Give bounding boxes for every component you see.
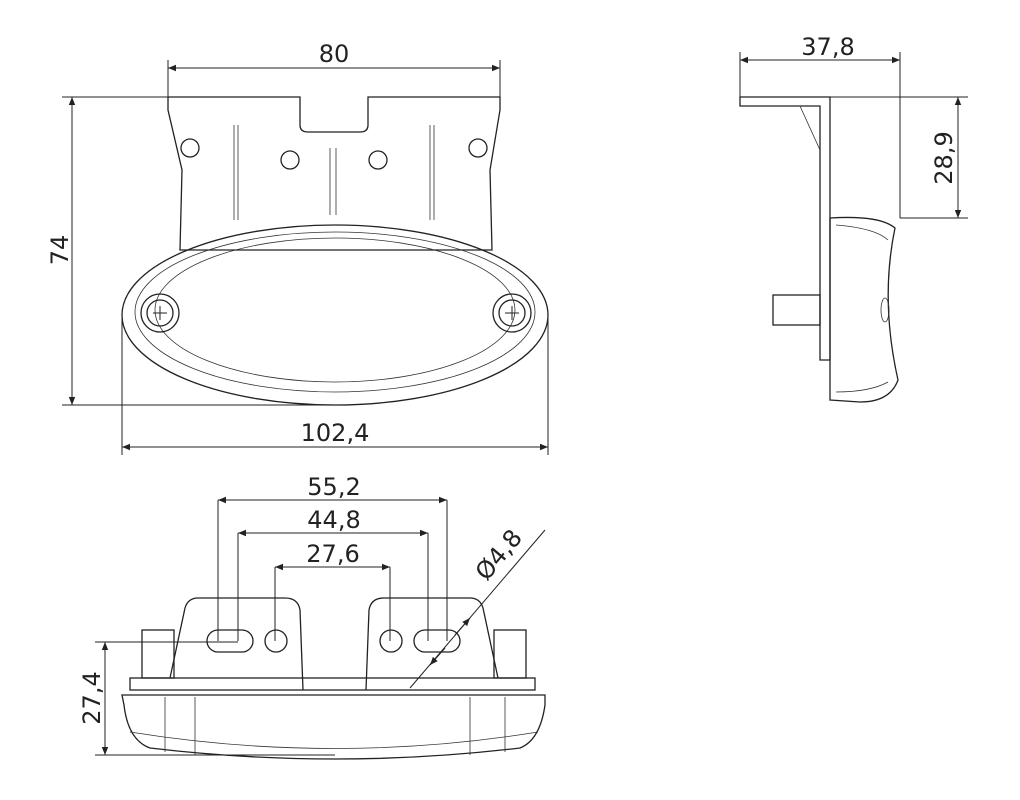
dim-hole-diameter: Ø4,8 xyxy=(470,524,528,586)
dim-overall-width: 102,4 xyxy=(301,419,370,447)
bottom-lamp-body xyxy=(121,694,546,760)
dim-hole-span-outer: 55,2 xyxy=(307,473,360,501)
side-lamp-body xyxy=(829,216,899,403)
dim-top-width: 80 xyxy=(319,40,350,68)
base-plate xyxy=(129,677,536,691)
slot-hole xyxy=(413,629,461,653)
dim-side-offset: 28,9 xyxy=(930,131,958,184)
front-view: 80 74 102,4 xyxy=(46,40,549,455)
lamp-lens-inner xyxy=(134,231,536,393)
slot-hole xyxy=(206,629,254,653)
screw-left xyxy=(140,293,180,333)
bracket-hole xyxy=(280,150,300,170)
bracket-hole xyxy=(180,138,200,158)
lamp-lens-outer xyxy=(121,224,549,406)
dim-side-depth: 37,8 xyxy=(801,33,854,61)
left-bracket xyxy=(169,597,304,691)
pin-right xyxy=(493,629,527,679)
screw-right xyxy=(492,293,532,333)
dim-height: 74 xyxy=(46,235,74,266)
pin-left xyxy=(141,629,175,679)
dim-hole-span-inner: 27,6 xyxy=(306,540,359,568)
dim-hole-span-mid: 44,8 xyxy=(307,506,360,534)
bracket-hole xyxy=(468,138,488,158)
side-view: 37,8 28,9 xyxy=(739,33,968,403)
bottom-view: 55,2 44,8 27,6 Ø4,8 27,4 xyxy=(78,473,546,760)
right-bracket xyxy=(365,597,499,691)
side-bracket xyxy=(739,96,831,361)
side-stud xyxy=(772,294,821,326)
bracket-hole xyxy=(368,150,388,170)
mounting-bracket xyxy=(167,96,501,251)
dim-bottom-height: 27,4 xyxy=(78,671,106,724)
